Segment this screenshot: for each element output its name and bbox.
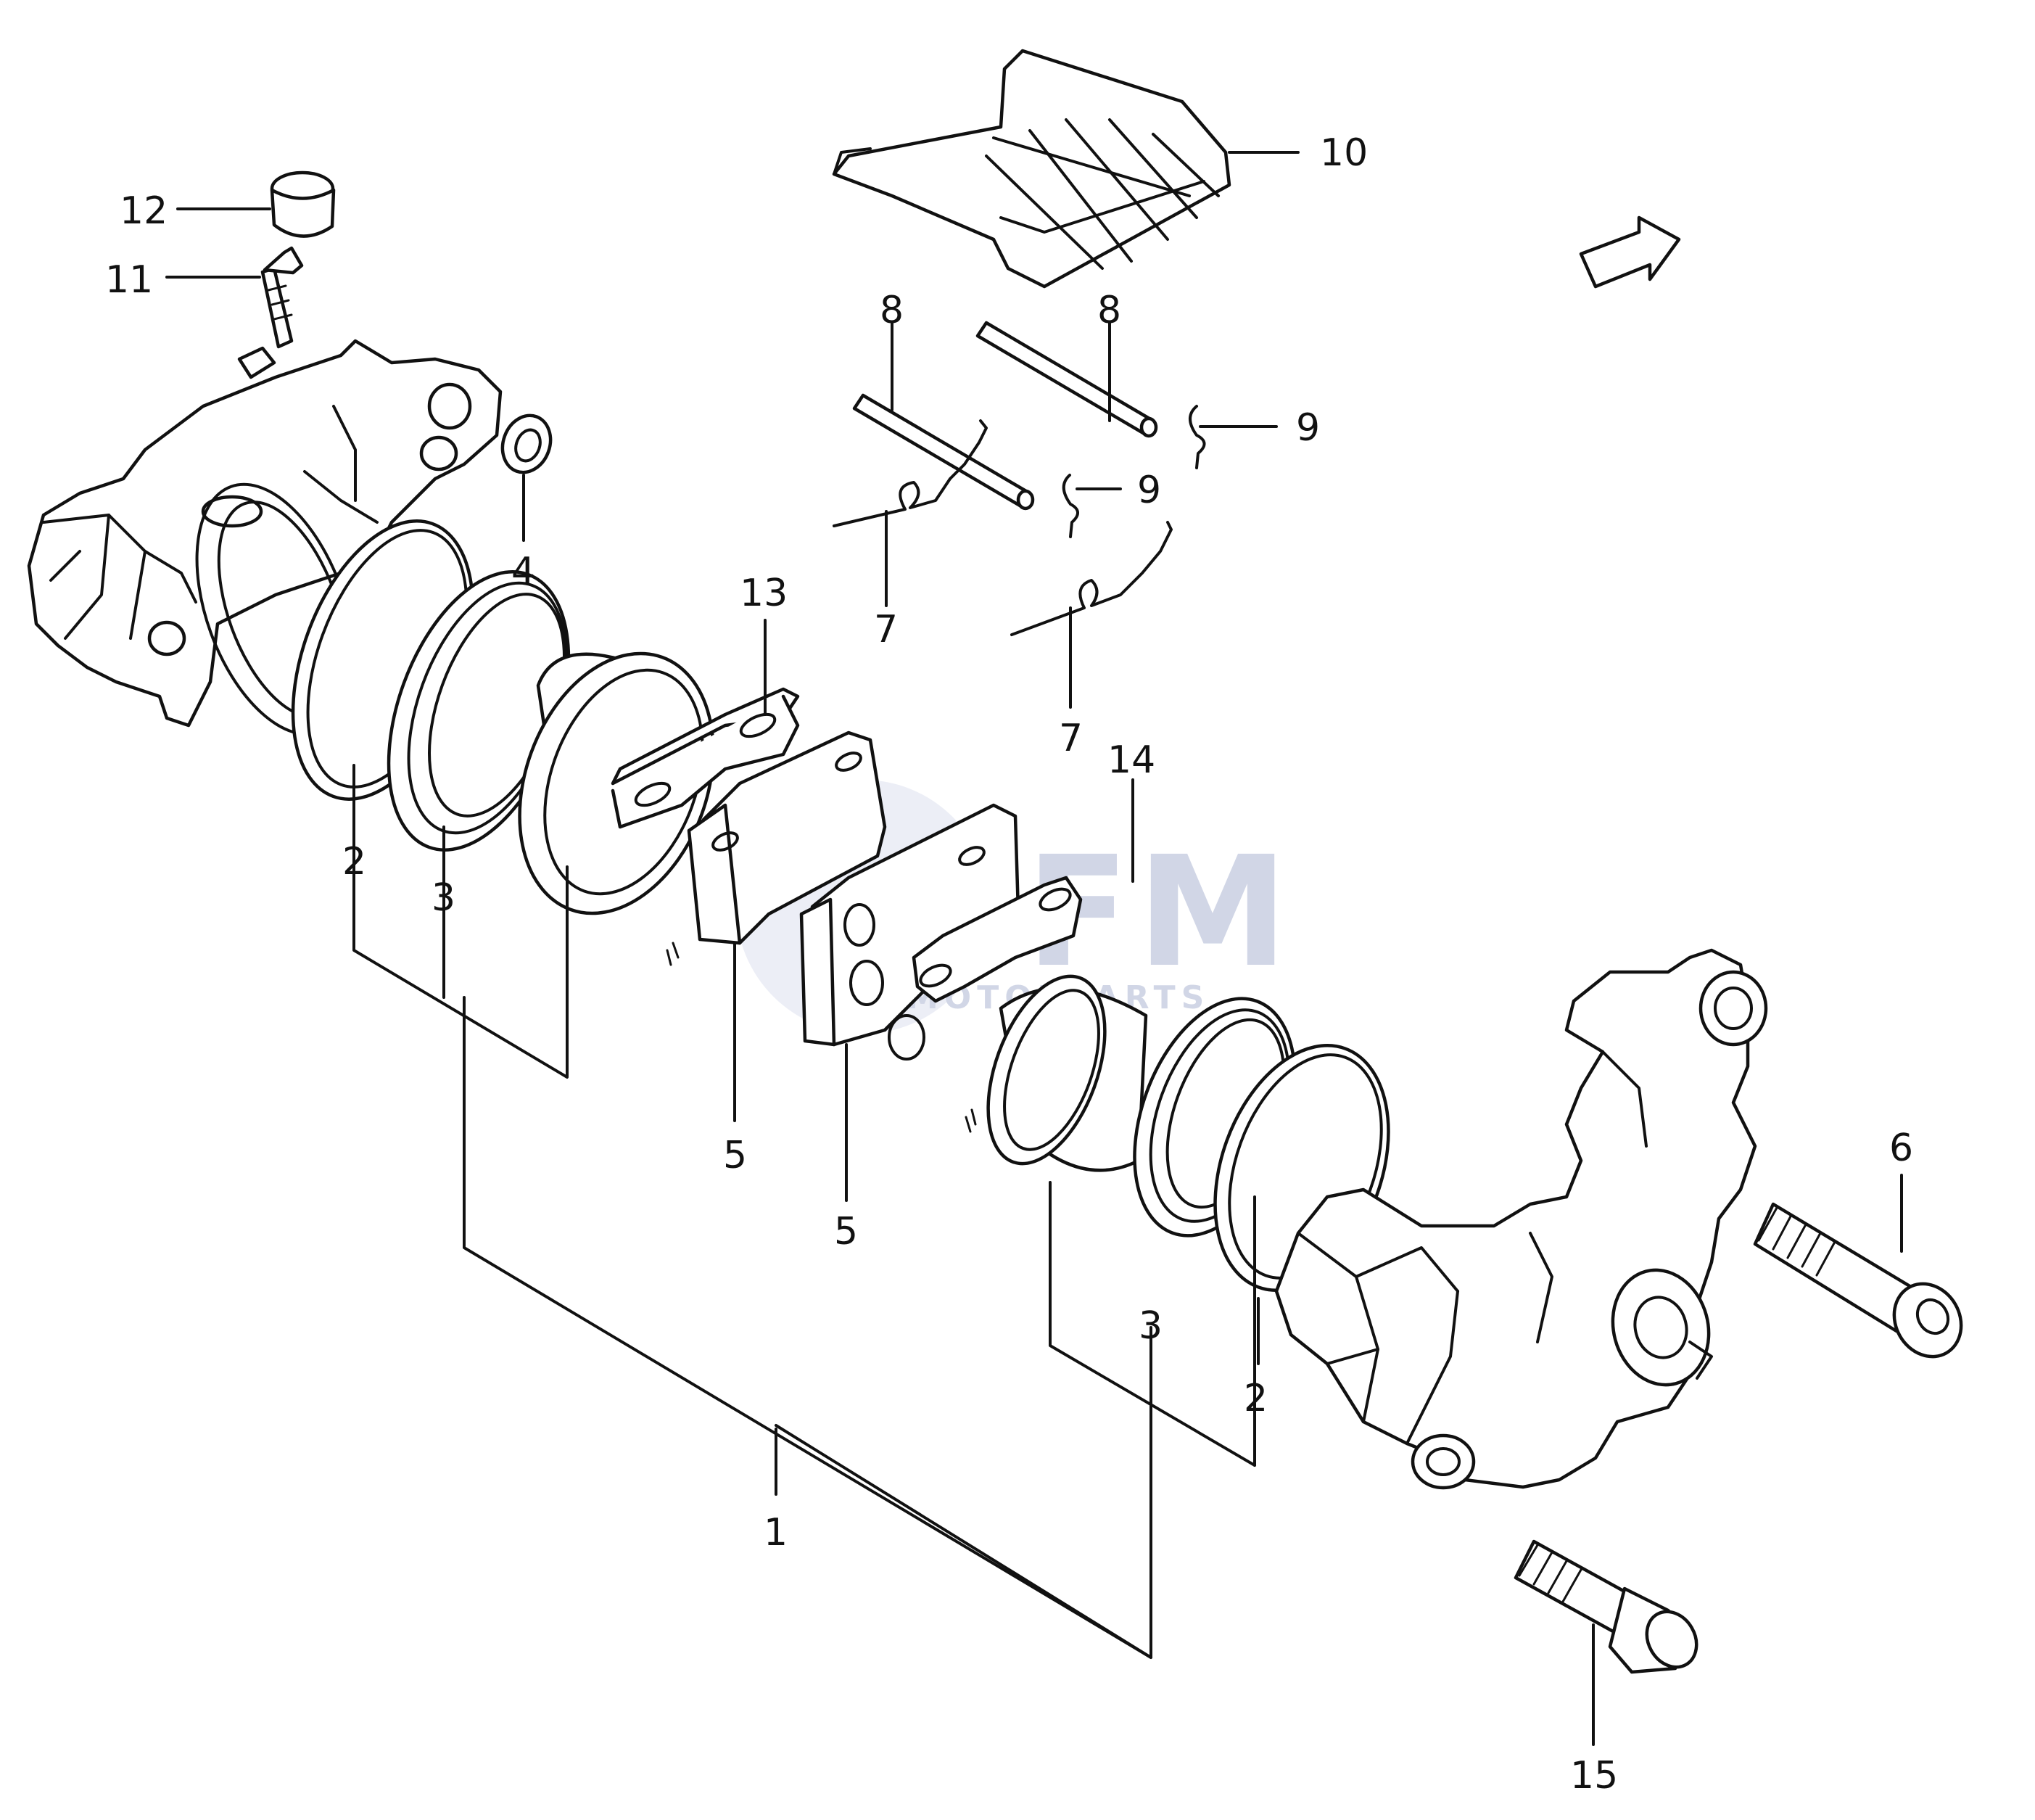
callout-10: 10	[1320, 131, 1368, 175]
callout-9a: 9	[1296, 406, 1320, 450]
callout-8b: 8	[1097, 289, 1121, 332]
callout-5a: 5	[723, 1134, 747, 1177]
leader-lines	[165, 151, 1903, 1746]
washer	[500, 413, 553, 474]
callout-12: 12	[120, 189, 168, 233]
bleeder-cap	[270, 170, 336, 238]
callout-5b: 5	[834, 1210, 858, 1253]
callout-14: 14	[1107, 738, 1155, 782]
callout-6: 6	[1889, 1127, 1913, 1170]
wire-spring-1	[833, 419, 988, 527]
wire-spring-2	[1010, 521, 1173, 636]
brake-pad-left	[666, 730, 887, 966]
callout-3b: 3	[1139, 1304, 1163, 1348]
pin-clip-1	[1189, 405, 1206, 469]
callout-15: 15	[1570, 1754, 1618, 1798]
pad-pin-2	[975, 321, 1158, 438]
callout-11: 11	[105, 258, 153, 302]
callout-13: 13	[740, 572, 788, 615]
caliper-half-right	[1274, 948, 1768, 1490]
callout-labels: 10 12 11 4 8 8 9 9 7 7 13 14 5 5 2 3 6 3…	[105, 131, 1913, 1798]
callout-4: 4	[511, 550, 535, 593]
callout-7a: 7	[874, 608, 898, 651]
callout-1: 1	[764, 1511, 788, 1555]
callout-2a: 2	[342, 840, 366, 884]
pad-pin-1	[852, 393, 1035, 511]
callout-2b: 2	[1244, 1377, 1268, 1420]
pad-shim-left	[611, 687, 800, 829]
mounting-bolt-upper	[1753, 1202, 1963, 1359]
pad-spring-cover	[832, 49, 1231, 289]
callout-8a: 8	[880, 289, 904, 332]
pad-shim-right	[912, 876, 1083, 1003]
piston-right	[965, 974, 1148, 1172]
callout-3a: 3	[432, 876, 455, 920]
bleeder-valve	[237, 246, 304, 379]
mounting-bolt-lower	[1514, 1539, 1698, 1674]
pin-clip-2	[1062, 474, 1079, 538]
callout-9b: 9	[1137, 469, 1161, 512]
fwd-direction-arrow: FWD	[1579, 215, 1681, 289]
callout-7b: 7	[1059, 717, 1083, 760]
